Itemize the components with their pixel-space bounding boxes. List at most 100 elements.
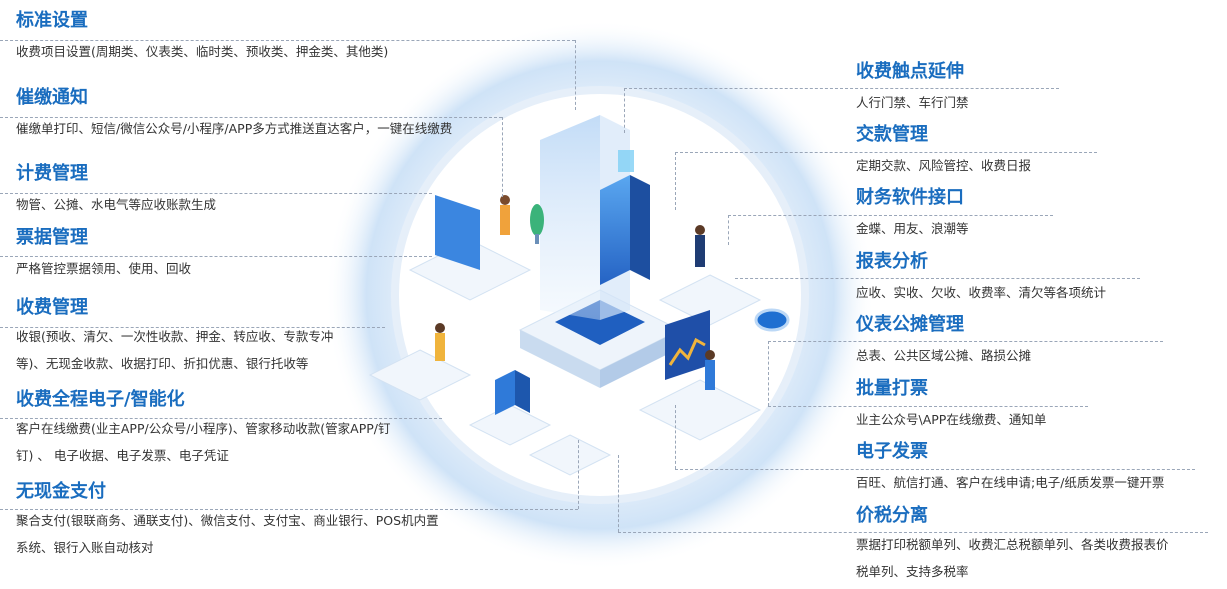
feature-touchpoint-extension: 收费触点延伸 人行门禁、车行门禁 xyxy=(856,61,969,116)
connector-line xyxy=(675,405,676,469)
tree-icon xyxy=(530,204,544,236)
connector-line xyxy=(502,117,503,197)
feature-billing-management: 计费管理 物管、公摊、水电气等应收账款生成 xyxy=(16,163,216,218)
divider xyxy=(618,532,1208,533)
platform-bottom-center-left xyxy=(468,404,552,446)
isometric-platform-illustration xyxy=(325,20,875,570)
chart-board xyxy=(665,310,710,380)
feature-title: 标准设置 xyxy=(16,10,88,31)
feature-title: 仪表公摊管理 xyxy=(856,314,964,335)
feature-desc: 总表、公共区域公摊、路损公摊 xyxy=(856,348,1032,363)
feature-desc: 系统、银行入账自动核对 xyxy=(16,540,154,555)
feature-desc: 金蝶、用友、浪潮等 xyxy=(856,221,969,236)
platform-bottom-left xyxy=(368,349,472,401)
platform-bottom-right xyxy=(638,379,762,441)
feature-title: 无现金支付 xyxy=(16,481,106,502)
divider xyxy=(0,509,578,510)
feature-desc: 票据打印税额单列、收费汇总税额单列、各类收费报表价 xyxy=(856,537,1169,552)
calendar-board xyxy=(435,195,480,270)
feature-collection-management: 收费管理 收银(预收、清欠、一次性收款、押金、转应收、专款专冲 等)、无现金收款… xyxy=(16,297,333,377)
chart-line xyxy=(668,337,706,366)
feature-price-tax-separation: 价税分离 票据打印税额单列、收费汇总税额单列、各类收费报表价 税单列、支持多税率 xyxy=(856,505,1169,585)
tower-beacon xyxy=(618,150,634,172)
feature-desc: 收银(预收、清欠、一次性收款、押金、转应收、专款专冲 xyxy=(16,329,334,344)
divider xyxy=(675,469,1195,470)
person-body xyxy=(500,205,510,235)
feature-desc: 税单列、支持多税率 xyxy=(856,564,969,579)
feature-title: 收费触点延伸 xyxy=(856,61,964,82)
connector-line xyxy=(578,440,579,509)
feature-batch-invoicing: 批量打票 业主公众号\APP在线缴费、通知单 xyxy=(856,378,1046,433)
feature-title: 计费管理 xyxy=(16,163,88,184)
divider xyxy=(0,40,575,41)
person-body xyxy=(435,333,445,361)
connector-line xyxy=(618,455,619,532)
divider xyxy=(735,278,1140,279)
feature-electronic-smart-collection: 收费全程电子/智能化 客户在线缴费(业主APP/公众号/小程序)、管家移动收款(… xyxy=(16,389,391,469)
divider xyxy=(768,406,1088,407)
feature-desc: 应收、实收、欠收、收费率、清欠等各项统计 xyxy=(856,285,1107,300)
feature-desc: 钉) 、 电子收据、电子发票、电子凭证 xyxy=(16,448,229,463)
tower-building xyxy=(600,175,630,285)
feature-desc: 人行门禁、车行门禁 xyxy=(856,95,969,110)
tree-trunk xyxy=(535,234,539,244)
connector-line xyxy=(575,40,576,110)
feature-title: 报表分析 xyxy=(856,251,928,272)
divider xyxy=(624,88,1059,89)
feature-desc: 收费项目设置(周期类、仪表类、临时类、预收类、押金类、其他类) xyxy=(16,44,389,59)
feature-finance-software-interface: 财务软件接口 金蝶、用友、浪潮等 xyxy=(856,187,969,242)
person-body xyxy=(705,360,715,390)
divider xyxy=(0,418,442,419)
feature-title: 收费管理 xyxy=(16,297,88,318)
platform-bottom-center-right xyxy=(528,434,612,476)
tower-side xyxy=(630,175,650,280)
feature-receipt-management: 票据管理 严格管控票据领用、使用、回收 xyxy=(16,227,191,282)
person-head xyxy=(500,195,510,205)
feature-title: 电子发票 xyxy=(856,441,928,462)
connector-line xyxy=(728,215,729,245)
feature-desc: 百旺、航信打通、客户在线申请;电子/纸质发票一键开票 xyxy=(856,475,1165,490)
feature-desc: 催缴单打印、短信/微信公众号/小程序/APP多方式推送直达客户，一键在线缴费 xyxy=(16,121,453,136)
person-head xyxy=(705,350,715,360)
feature-title: 收费全程电子/智能化 xyxy=(16,389,185,410)
divider xyxy=(0,117,502,118)
feature-cashless-payment: 无现金支付 聚合支付(银联商务、通联支付)、微信支付、支付宝、商业银行、POS机… xyxy=(16,481,439,561)
platform-side xyxy=(520,330,600,388)
platform-side-right xyxy=(600,330,680,388)
feature-title: 财务软件接口 xyxy=(856,187,964,208)
divider xyxy=(675,152,1097,153)
feature-desc: 业主公众号\APP在线缴费、通知单 xyxy=(856,412,1047,427)
feature-title: 催缴通知 xyxy=(16,87,88,108)
divider xyxy=(768,341,1163,342)
divider xyxy=(0,327,385,328)
feature-standard-settings: 标准设置 收费项目设置(周期类、仪表类、临时类、预收类、押金类、其他类) xyxy=(16,10,388,65)
person-body xyxy=(695,235,705,267)
server-cube-side xyxy=(515,370,530,413)
feature-desc: 聚合支付(银联商务、通联支付)、微信支付、支付宝、商业银行、POS机内置 xyxy=(16,513,439,528)
divider xyxy=(0,256,432,257)
feature-title: 价税分离 xyxy=(856,505,928,526)
connector-line xyxy=(675,152,676,210)
divider xyxy=(728,215,1053,216)
person-head xyxy=(435,323,445,333)
feature-payment-reminder: 催缴通知 催缴单打印、短信/微信公众号/小程序/APP多方式推送直达客户，一键在… xyxy=(16,87,452,142)
connector-line xyxy=(624,88,625,133)
feature-electronic-invoice: 电子发票 百旺、航信打通、客户在线申请;电子/纸质发票一键开票 xyxy=(856,441,1164,496)
yen-coin-icon xyxy=(754,308,790,332)
feature-report-analysis: 报表分析 应收、实收、欠收、收费率、清欠等各项统计 xyxy=(856,251,1106,306)
feature-remittance-management: 交款管理 定期交款、风险管控、收费日报 xyxy=(856,124,1031,179)
feature-desc: 严格管控票据领用、使用、回收 xyxy=(16,261,192,276)
feature-title: 交款管理 xyxy=(856,124,928,145)
feature-desc: 客户在线缴费(业主APP/公众号/小程序)、管家移动收款(管家APP/钉 xyxy=(16,421,391,436)
person-head xyxy=(695,225,705,235)
feature-title: 票据管理 xyxy=(16,227,88,248)
feature-desc: 定期交款、风险管控、收费日报 xyxy=(856,158,1032,173)
server-cube xyxy=(495,370,515,415)
feature-meter-apportion: 仪表公摊管理 总表、公共区域公摊、路损公摊 xyxy=(856,314,1031,369)
feature-desc: 物管、公摊、水电气等应收账款生成 xyxy=(16,197,217,212)
light-beam xyxy=(540,115,600,320)
connector-line xyxy=(768,341,769,406)
divider xyxy=(0,193,432,194)
feature-title: 批量打票 xyxy=(856,378,928,399)
feature-desc: 等)、无现金收款、收据打印、折扣优惠、银行托收等 xyxy=(16,356,309,371)
